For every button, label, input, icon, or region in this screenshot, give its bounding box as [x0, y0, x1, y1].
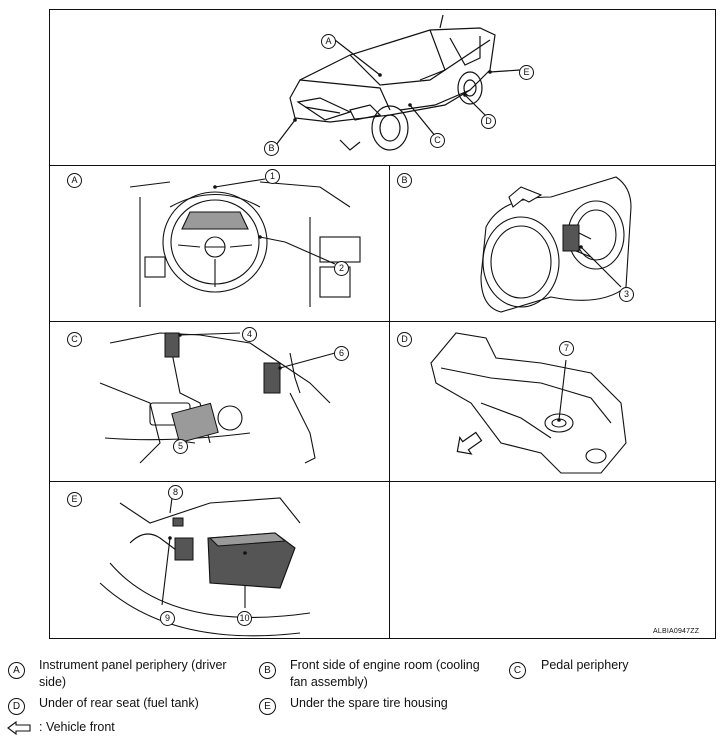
panel-letter-c: C — [67, 332, 82, 347]
callout-7: 7 — [559, 341, 574, 356]
divider-vertical — [389, 165, 390, 639]
legend-badge-c: C — [509, 662, 526, 679]
callout-2: 2 — [334, 261, 349, 276]
diagram-frame — [49, 9, 716, 639]
panel-b: B 3 — [391, 167, 715, 320]
callout-8: 8 — [168, 485, 183, 500]
fuel-tank-illustration — [430, 332, 627, 474]
divider-row1 — [49, 321, 716, 322]
vehicle-illustration — [275, 14, 521, 151]
callout-1: 1 — [265, 169, 280, 184]
panel-a: A 1 2 — [50, 167, 388, 320]
legend-text-d1: Under of rear seat (fuel tank) — [39, 696, 199, 710]
legend-arrow-icon — [7, 720, 31, 736]
overview-panel: A B C D E — [50, 10, 715, 165]
panel-e: E 8 9 10 — [50, 483, 388, 637]
panel-d: D 7 — [391, 323, 715, 480]
callout-9: 9 — [160, 611, 175, 626]
callout-5: 5 — [173, 439, 188, 454]
divider-top — [49, 165, 716, 166]
overview-letter-b: B — [264, 141, 279, 156]
overview-letter-c: C — [430, 133, 445, 148]
legend-text-b1: Front side of engine room (cooling — [290, 658, 480, 672]
reference-code: ALBIA0947ZZ — [653, 628, 700, 635]
legend-text-c1: Pedal periphery — [541, 658, 629, 672]
panel-letter-a: A — [67, 173, 82, 188]
panel-c: C 4 5 6 — [50, 323, 388, 480]
overview-letter-d: D — [481, 114, 496, 129]
legend-text-a1: Instrument panel periphery (driver — [39, 658, 227, 672]
legend-badge-a: A — [8, 662, 25, 679]
panel-letter-b: B — [397, 173, 412, 188]
legend-badge-d: D — [8, 698, 25, 715]
vehicle-front-arrow-icon — [456, 431, 483, 455]
legend-badge-e: E — [259, 698, 276, 715]
callout-10: 10 — [237, 611, 252, 626]
callout-3: 3 — [619, 287, 634, 302]
panel-letter-e: E — [67, 492, 82, 507]
legend-arrow-text: : Vehicle front — [39, 720, 115, 734]
overview-letter-e: E — [519, 65, 534, 80]
legend-text-e1: Under the spare tire housing — [290, 696, 448, 710]
cooling-fan-illustration — [480, 176, 632, 313]
legend-text-a2: side) — [39, 675, 67, 689]
divider-row2 — [49, 481, 716, 482]
legend-text-b2: fan assembly) — [290, 675, 368, 689]
callout-4: 4 — [242, 327, 257, 342]
callout-6: 6 — [334, 346, 349, 361]
spare-tire-illustration — [99, 497, 311, 637]
overview-letter-a: A — [321, 34, 336, 49]
instrument-panel-illustration — [129, 178, 361, 307]
panel-letter-d: D — [397, 332, 412, 347]
pedal-illustration — [99, 332, 336, 464]
legend-badge-b: B — [259, 662, 276, 679]
